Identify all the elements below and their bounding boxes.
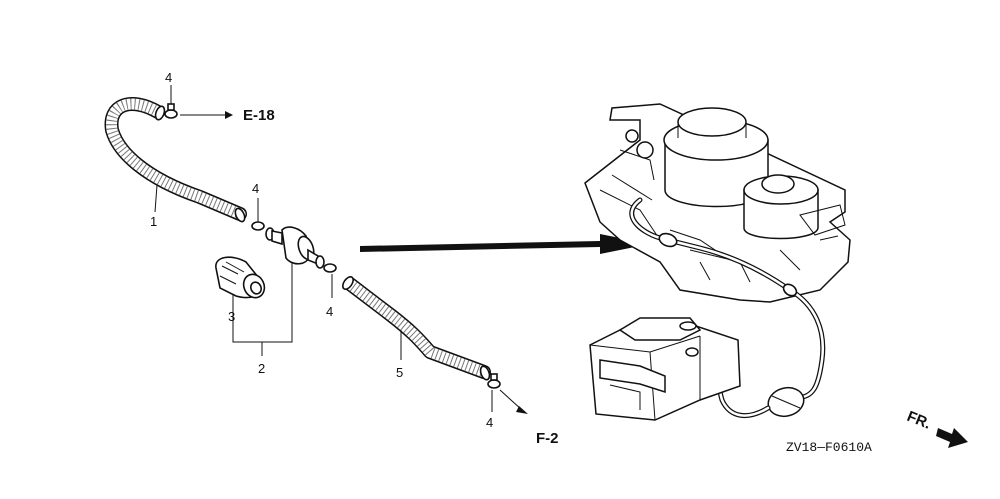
callout-clip-bottom: 4 [486,415,493,430]
callout-clip-mid-upper: 4 [252,181,259,196]
direction-label: FR. [905,408,934,433]
engine-illustration [584,103,851,303]
callout-filter-body: 3 [228,309,235,324]
reference-label-upper: E-18 [243,107,275,124]
callout-hose-upper: 1 [150,214,157,229]
callout-clip-top: 4 [165,70,172,85]
reference-label-lower: F-2 [536,430,559,447]
fuel-line-engine [629,197,826,401]
hose-clip-filter-outlet [323,263,337,273]
primer-bulb [767,386,805,418]
fuel-hose-upper [104,97,247,223]
fuel-hose-lower [342,276,491,381]
hose-clip-filter-inlet [251,221,265,231]
fuel-filter [265,226,325,269]
location-pointer-arrow [360,234,650,254]
reference-arrow-upper [180,111,233,119]
reference-arrow-lower [499,389,528,414]
fuel-filter-cup [215,256,266,299]
hose-clip-top [164,103,178,119]
callout-hose-lower: 5 [396,365,403,380]
callout-filter-assy: 2 [258,361,265,376]
callout-clip-mid-lower: 4 [326,304,333,319]
figure-code: ZV18—F0610A [786,440,872,455]
hose-clip-bottom [487,373,501,389]
fuel-tank [589,317,741,421]
forward-direction-arrow [936,428,968,448]
